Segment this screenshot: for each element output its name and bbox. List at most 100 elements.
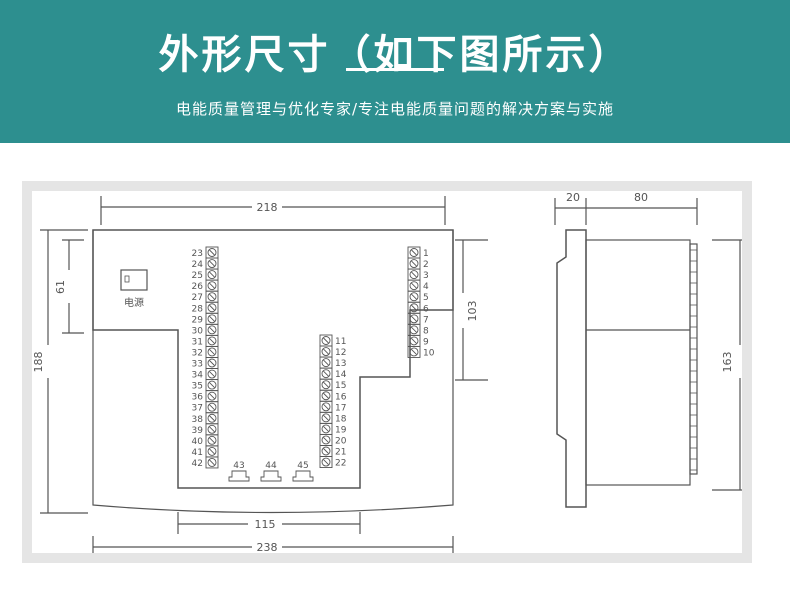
terminal-number: 11 (335, 337, 346, 347)
terminal-number: 32 (192, 348, 203, 358)
terminal-number: 24 (192, 260, 204, 270)
terminal-screw (319, 345, 333, 358)
port-connector (228, 470, 250, 482)
terminal-number: 26 (192, 282, 204, 292)
terminal-number: 14 (335, 370, 347, 380)
dim-side-depths (554, 198, 698, 225)
terminal-number: 33 (192, 360, 203, 370)
page-title: 外形尺寸（如下图所示） (158, 32, 632, 78)
terminal-screw (205, 257, 219, 270)
dim-side-height-label: 163 (721, 352, 734, 373)
dim-left-step-label: 61 (54, 280, 67, 294)
terminal-number: 22 (335, 459, 346, 469)
terminal-number: 10 (423, 348, 435, 358)
terminal-screw (205, 445, 219, 458)
dim-overall-width (92, 536, 454, 555)
terminal-screw (205, 290, 219, 303)
terminal-screw (205, 312, 219, 325)
terminal-number: 16 (335, 392, 347, 402)
side-connector-ticks (690, 249, 697, 471)
terminal-number: 40 (192, 437, 204, 447)
terminal-screw (205, 357, 219, 369)
terminal-screw (205, 423, 219, 436)
title-underline (346, 68, 444, 71)
front-outline (92, 229, 454, 489)
terminal-number: 6 (423, 304, 429, 314)
dim-front-depth-label: 20 (566, 191, 580, 204)
side-connector-strip (689, 243, 698, 475)
terminal-screw (407, 279, 421, 292)
terminal-number: 31 (192, 337, 203, 347)
terminal-screw (319, 422, 333, 435)
terminal-screw (407, 346, 421, 358)
terminal-number: 38 (192, 415, 204, 425)
terminal-screw (205, 268, 219, 281)
terminal-number: 9 (423, 337, 429, 347)
terminal-number: 39 (192, 426, 204, 436)
terminal-number: 19 (335, 425, 347, 435)
power-switch-label: 电源 (124, 296, 144, 309)
terminal-screw (407, 301, 421, 314)
terminal-number: 27 (192, 293, 203, 303)
terminal-screw (319, 378, 333, 391)
terminal-number: 34 (192, 371, 204, 381)
terminal-screw (319, 456, 333, 468)
terminal-screw (205, 434, 219, 447)
terminal-screw (205, 368, 219, 380)
dim-right-step (455, 239, 488, 381)
terminal-screw (205, 246, 219, 259)
terminal-number: 18 (335, 414, 347, 424)
side-front-bezel (556, 229, 587, 508)
terminal-screw (205, 379, 219, 392)
terminal-number: 4 (423, 282, 429, 292)
terminal-screw (205, 456, 219, 469)
terminal-number: 20 (335, 436, 347, 446)
terminal-number: 7 (423, 315, 429, 325)
front-housing-edge (92, 230, 454, 514)
port-number: 45 (297, 461, 308, 471)
terminal-screw (205, 323, 219, 336)
dim-top-width (100, 196, 446, 225)
terminal-screw (407, 290, 421, 303)
terminal-number: 15 (335, 381, 346, 391)
terminal-number: 29 (192, 315, 204, 325)
terminal-screw (319, 411, 333, 424)
terminal-screw (319, 434, 333, 446)
terminal-screw (319, 356, 333, 369)
terminal-number: 37 (192, 404, 203, 414)
dim-top-width-label: 218 (257, 201, 278, 214)
terminal-number: 35 (192, 382, 203, 392)
terminal-number: 30 (192, 326, 204, 336)
terminal-number: 1 (423, 249, 429, 259)
side-body (585, 239, 691, 486)
terminal-screw (205, 346, 219, 358)
terminal-screw (407, 246, 421, 259)
terminal-screw (407, 257, 421, 270)
terminal-screw (319, 389, 333, 402)
terminal-screw (205, 390, 219, 403)
terminal-screw (205, 401, 219, 414)
dim-bottom-inner (177, 512, 361, 534)
terminal-number: 3 (423, 271, 429, 281)
terminal-number: 13 (335, 359, 346, 369)
terminal-screw (319, 334, 333, 347)
terminal-screw (205, 334, 219, 347)
port-number: 44 (265, 461, 277, 471)
terminal-number: 41 (192, 448, 203, 458)
terminal-screw (407, 268, 421, 281)
terminal-number: 12 (335, 348, 346, 358)
terminal-number: 23 (192, 249, 203, 259)
side-view (556, 229, 698, 508)
port-connector (260, 470, 282, 482)
terminal-number: 21 (335, 448, 346, 458)
dim-side-height (712, 239, 742, 491)
terminal-number: 25 (192, 271, 203, 281)
terminal-screw (319, 445, 333, 457)
dim-bottom-inner-label: 115 (255, 518, 276, 531)
port-connector (292, 470, 314, 482)
terminal-screw (205, 301, 219, 314)
dim-left-step (62, 239, 84, 334)
